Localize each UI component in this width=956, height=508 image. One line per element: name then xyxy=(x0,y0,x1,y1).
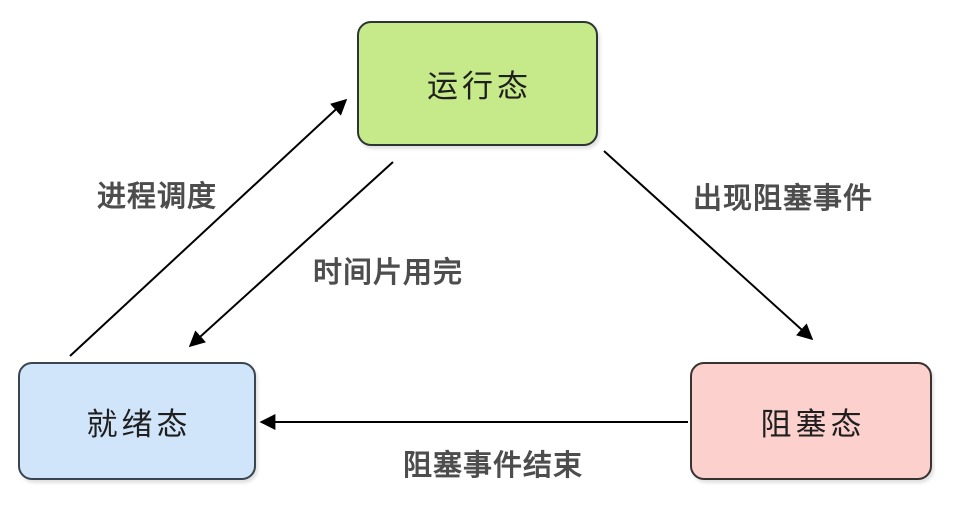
edge-label-blocking-event-ends: 阻塞事件结束 xyxy=(402,450,584,482)
arrow-running-to-ready xyxy=(188,161,394,348)
state-node-ready-label: 就绪态 xyxy=(86,406,192,442)
state-node-running: 运行态 xyxy=(357,21,598,146)
arrow-running-to-blocked xyxy=(603,150,814,341)
state-node-blocked-label: 阻塞态 xyxy=(760,406,866,442)
state-node-running-label: 运行态 xyxy=(427,69,532,104)
state-node-blocked: 阻塞态 xyxy=(690,362,932,480)
edge-label-process-scheduling: 进程调度 xyxy=(96,181,218,213)
arrow-ready-to-running xyxy=(69,98,348,357)
edge-label-time-slice-expired: 时间片用完 xyxy=(312,257,464,289)
state-node-ready: 就绪态 xyxy=(18,362,256,480)
edge-label-blocking-event-occurs: 出现阻塞事件 xyxy=(692,183,874,215)
